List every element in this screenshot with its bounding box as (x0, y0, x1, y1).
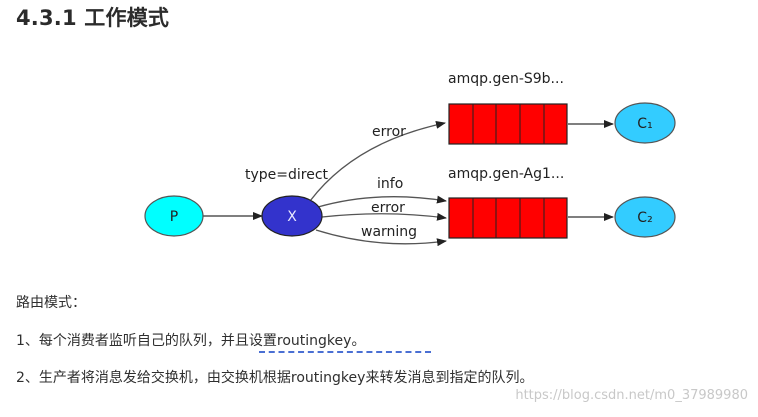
routing-key-error-q2: error (371, 200, 405, 216)
paragraph-item-2: 2、生产者将消息发给交换机，由交换机根据routingkey来转发消息到指定的队… (16, 370, 534, 386)
paragraph-item-1: 1、每个消费者监听自己的队列，并且设置routingkey。 (16, 333, 366, 349)
queue1 (448, 103, 568, 145)
routing-diagram: P X type=direct amqp.gen-S9b... amqp.gen… (144, 71, 676, 247)
routing-key-warning: warning (361, 224, 417, 240)
producer-node (144, 195, 204, 237)
edge-exchange-to-queue2-warning (315, 229, 447, 247)
watermark: https://blog.csdn.net/m0_37989980 (515, 388, 748, 403)
exchange-type-label: type=direct (245, 167, 329, 183)
edge-exchange-to-queue2-error (321, 212, 447, 221)
queue2 (448, 197, 568, 239)
paragraph-intro: 路由模式： (16, 295, 86, 311)
queue2-name: amqp.gen-Ag1... (448, 166, 564, 182)
producer-label: P (170, 209, 178, 225)
edge-exchange-to-queue1 (309, 120, 446, 202)
consumer1-label: C₁ (637, 116, 652, 132)
exchange-label: X (287, 209, 297, 225)
routing-key-info: info (377, 176, 403, 192)
consumer1-node (614, 102, 676, 144)
section-heading: 4.3.1 工作模式 (16, 6, 170, 30)
highlight-underline (259, 351, 431, 353)
consumer2-node (614, 196, 676, 238)
queue1-name: amqp.gen-S9b... (448, 71, 564, 87)
routing-key-error-q1: error (372, 124, 406, 140)
exchange-node (261, 195, 323, 237)
consumer2-label: C₂ (637, 210, 652, 226)
edge-exchange-to-queue2-info (317, 195, 447, 208)
